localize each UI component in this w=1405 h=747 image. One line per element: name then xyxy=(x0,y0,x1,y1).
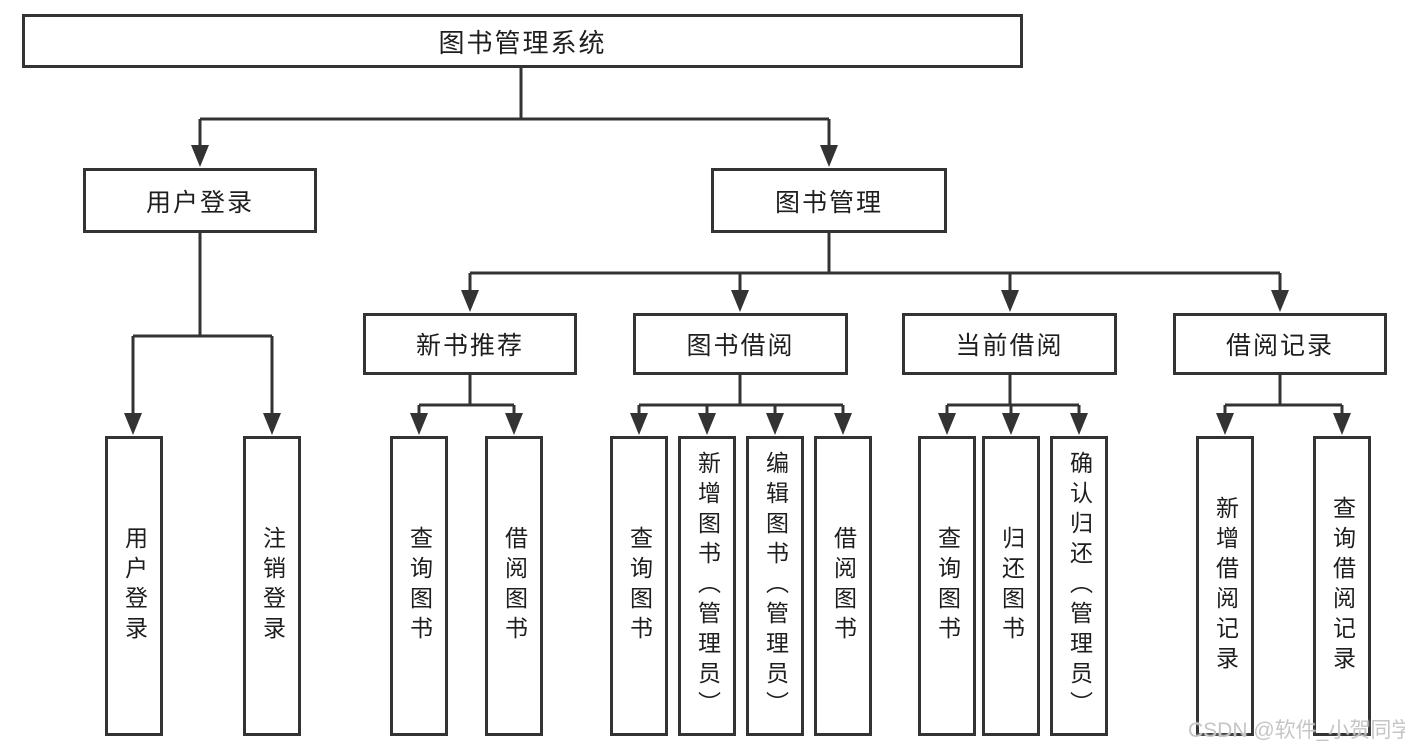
node-label: 借阅图书 xyxy=(830,526,857,646)
node-label: 新书推荐 xyxy=(415,332,524,360)
node-label: 借阅图书 xyxy=(501,526,528,646)
node-label: 确认归还（管理员） xyxy=(1066,451,1093,721)
node-label: 编辑图书（管理员） xyxy=(762,451,789,721)
node-label: 图书管理 xyxy=(774,188,883,217)
leaf-query-books-recommend: 查询图书 xyxy=(390,436,448,736)
node-book-management: 图书管理 xyxy=(711,168,947,233)
node-new-book-recommendation: 新书推荐 xyxy=(363,313,577,375)
node-label: 图书管理系统 xyxy=(438,27,607,58)
node-label: 注销登录 xyxy=(259,526,286,646)
leaf-confirm-return-admin: 确认归还（管理员） xyxy=(1050,436,1108,736)
leaf-add-books-admin: 新增图书（管理员） xyxy=(678,436,736,736)
node-label: 新增图书（管理员） xyxy=(694,451,721,721)
node-label: 查询借阅记录 xyxy=(1329,496,1356,676)
node-library-management-system: 图书管理系统 xyxy=(22,14,1023,68)
node-label: 查询图书 xyxy=(626,526,653,646)
leaf-add-borrow-record: 新增借阅记录 xyxy=(1196,436,1254,736)
node-user-login: 用户登录 xyxy=(83,168,317,233)
node-label: 用户登录 xyxy=(145,188,254,217)
node-label: 图书借阅 xyxy=(686,332,795,360)
node-current-borrowing: 当前借阅 xyxy=(902,313,1117,375)
leaf-user-login: 用户登录 xyxy=(105,436,163,736)
node-label: 查询图书 xyxy=(406,526,433,646)
node-label: 新增借阅记录 xyxy=(1212,496,1239,676)
leaf-query-books-current: 查询图书 xyxy=(918,436,976,736)
leaf-query-borrow-record: 查询借阅记录 xyxy=(1313,436,1371,736)
leaf-edit-books-admin: 编辑图书（管理员） xyxy=(746,436,804,736)
leaf-query-books-borrowing: 查询图书 xyxy=(610,436,668,736)
leaf-borrow-books-recommend: 借阅图书 xyxy=(485,436,543,736)
leaf-logout-login: 注销登录 xyxy=(243,436,301,736)
node-borrowing-records: 借阅记录 xyxy=(1173,313,1387,375)
leaf-return-books: 归还图书 xyxy=(982,436,1040,736)
node-label: 归还图书 xyxy=(998,526,1025,646)
node-label: 查询图书 xyxy=(934,526,961,646)
node-label: 用户登录 xyxy=(121,526,148,646)
node-label: 借阅记录 xyxy=(1225,332,1334,360)
leaf-borrow-books: 借阅图书 xyxy=(814,436,872,736)
node-book-borrowing: 图书借阅 xyxy=(633,313,848,375)
csdn-watermark: CSDN @软件_小贺同学 xyxy=(1188,719,1405,742)
node-label: 当前借阅 xyxy=(955,332,1064,360)
